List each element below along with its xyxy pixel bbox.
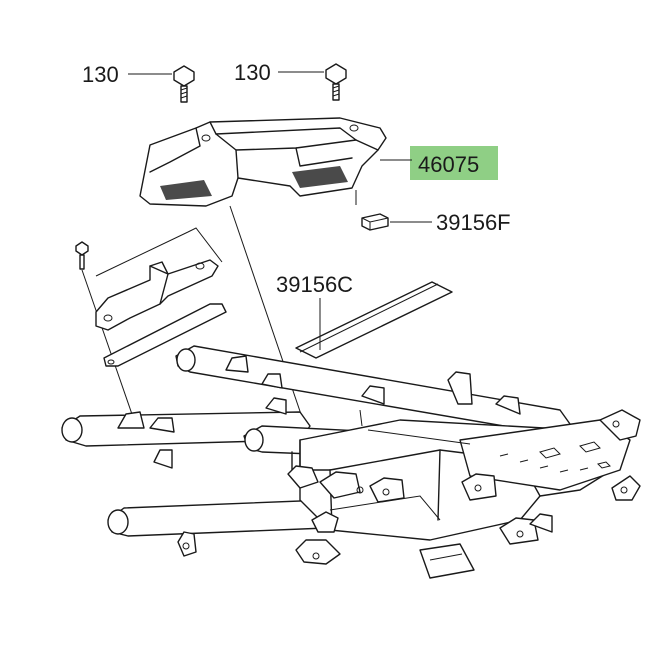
callout-pad[interactable]: 39156C (276, 272, 353, 297)
callout-spacer[interactable]: 39156F (436, 210, 511, 235)
small-bolt-left[interactable] (75, 241, 89, 270)
callout-bracket[interactable]: 46075 (418, 152, 479, 177)
callout-bolt-right: 130 (234, 60, 271, 85)
bracket-outline (95, 227, 223, 277)
spacer-39156F[interactable] (361, 213, 389, 231)
alignment-line-bolt (81, 269, 135, 421)
bolt-left-130[interactable] (173, 65, 195, 103)
bolt-right-130[interactable] (325, 63, 347, 101)
subframe[interactable] (61, 345, 641, 579)
callout-bolt-left: 130 (82, 62, 119, 87)
callout-highlight (410, 146, 498, 180)
pad-39156C[interactable] (295, 281, 453, 359)
strap[interactable] (103, 303, 227, 367)
rear-bracket-46075[interactable] (139, 117, 387, 207)
side-bracket-left[interactable] (95, 259, 219, 331)
